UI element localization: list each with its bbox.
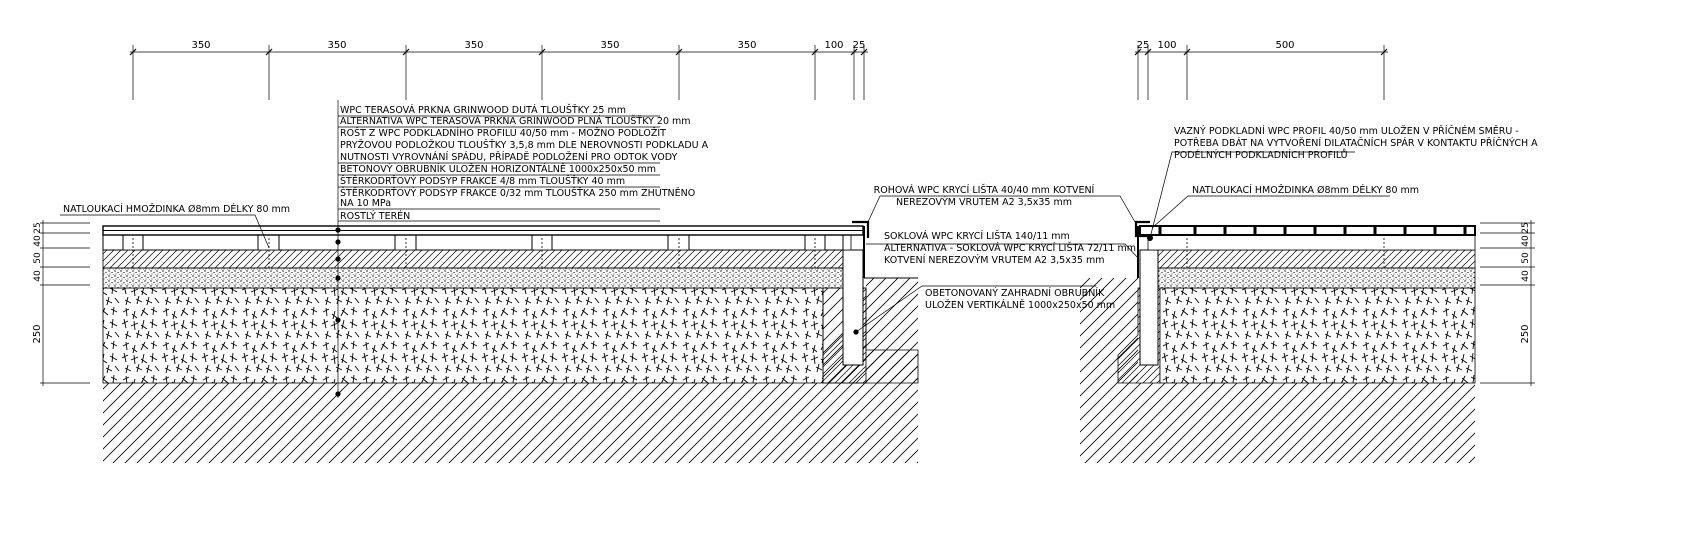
dim-right-500: 500 [1275, 40, 1294, 51]
note-layer-9: NA 10 MPa [340, 198, 391, 209]
dim-side-left-40a: 40 [33, 235, 43, 247]
top-dimension-chain-left: 350 350 350 350 350 100 25 [129, 40, 868, 100]
dim-350-2: 350 [327, 40, 346, 51]
left-section [102, 100, 919, 463]
note-corner-trim-1: ROHOVÁ WPC KRYCÍ LIŠTA 40/40 mm KOTVENÍ [874, 184, 1095, 196]
gravel-4-8-left [102, 267, 844, 289]
note-anchor-left: NATLOUKACÍ HMOŽDINKA Ø8mm DÉLKY 80 mm [63, 203, 290, 215]
side-dimensions-left: 25 40 50 40 250 [32, 220, 90, 386]
note-plinth-trim-3: KOTVENÍ NEREZOVÝM VRUTEM A2 3,5x35 mm [884, 254, 1104, 266]
note-layer-10: ROSTLÝ TERÉN [340, 210, 410, 222]
note-layer-1: WPC TERASOVÁ PRKNA GRINWOOD DUTÁ TLOUŠŤK… [340, 104, 626, 116]
layer-notes: WPC TERASOVÁ PRKNA GRINWOOD DUTÁ TLOUŠŤK… [338, 104, 709, 222]
dim-side-left-25: 25 [33, 222, 43, 233]
anchor-note-right: NATLOUKACÍ HMOŽDINKA Ø8mm DÉLKY 80 mm [1151, 184, 1419, 229]
dim-25: 25 [853, 40, 866, 51]
anchor-note-left: NATLOUKACÍ HMOŽDINKA Ø8mm DÉLKY 80 mm [60, 203, 290, 249]
note-layer-4: PRYŽOVOU PODLOŽKOU TLOUŠŤKY 3,5,8 mm DLE… [340, 139, 709, 151]
plinth-trim-note: SOKLOVÁ WPC KRYCÍ LIŠTA 140/11 mm ALTERN… [866, 230, 1139, 266]
dim-side-right-25: 25 [1521, 222, 1531, 233]
joist-note: VAZNÝ PODKLADNÍ WPC PROFIL 40/50 mm ULOŽ… [1149, 125, 1538, 239]
dim-side-left-50: 50 [33, 252, 43, 264]
dim-350-4: 350 [600, 40, 619, 51]
aggregate-0-32-left [102, 287, 824, 384]
dim-right-25: 25 [1137, 40, 1150, 51]
note-joist-1: VAZNÝ PODKLADNÍ WPC PROFIL 40/50 mm ULOŽ… [1174, 125, 1519, 137]
note-layer-8: ŠTĚRKODRŤOVÝ PODSYP FRAKCE 0/32 mm TLOUŠ… [340, 187, 695, 199]
dim-side-right-40a: 40 [1521, 235, 1531, 247]
dim-350-5: 350 [737, 40, 756, 51]
note-layer-7: ŠTĚRKODRŤOVÝ PODSYP FRAKCE 4/8 mm TLOUŠŤ… [340, 175, 625, 187]
note-plinth-trim-2: ALTERNATIVA - SOKLOVÁ WPC KRYCÍ LIŠTA 72… [884, 242, 1136, 254]
dim-350-3: 350 [464, 40, 483, 51]
side-dimensions-right: 25 40 50 40 250 [1480, 220, 1535, 386]
dim-side-right-40b: 40 [1521, 270, 1531, 282]
note-plinth-trim-1: SOKLOVÁ WPC KRYCÍ LIŠTA 140/11 mm [884, 230, 1070, 242]
note-layer-2: ALTERNATIVA WPC TERASOVÁ PRKNA GRINWOOD … [340, 115, 691, 127]
top-dimension-chain-right: 25 100 500 [1134, 40, 1388, 100]
dim-side-right-50: 50 [1521, 252, 1531, 264]
corner-trim-note: ROHOVÁ WPC KRYCÍ LIŠTA 40/40 mm KOTVENÍ … [867, 184, 1136, 223]
dim-side-left-40b: 40 [33, 270, 43, 282]
dim-side-left-250: 250 [32, 324, 43, 343]
note-garden-curb-1: OBETONOVANÝ ZAHRADNÍ OBRUBNÍK [925, 287, 1105, 299]
right-section [1080, 220, 1476, 463]
note-joist-3: PODÉLNÝCH PODKLADNÍCH PROFILŮ [1174, 149, 1348, 161]
garden-curb-note: OBETONOVANÝ ZAHRADNÍ OBRUBNÍK ULOŽEN VER… [853, 285, 1115, 335]
dim-right-100: 100 [1157, 40, 1176, 51]
note-layer-3: ROŠT Z WPC PODKLADNÍHO PROFILU 40/50 mm … [340, 127, 666, 139]
dim-side-right-250: 250 [1520, 324, 1531, 343]
note-garden-curb-2: ULOŽEN VERTIKÁLNĚ 1000x250x50 mm [925, 299, 1115, 311]
note-joist-2: POTŘEBA DBÁT NA VYTVOŘENÍ DILATAČNÍCH SP… [1174, 137, 1538, 149]
note-layer-5: NUTNOSTI VYROVNÁNÍ SPÁDU, PŘÍPADĚ PODLOŽ… [340, 151, 678, 163]
subsoil-left [103, 383, 918, 463]
note-corner-trim-2: NEREZOVÝM VRUTEM A2 3,5x35 mm [896, 196, 1072, 208]
note-layer-6: BETONOVÝ OBRUBNÍK ULOŽEN HORIZONTÁLNĚ 10… [340, 163, 656, 175]
dim-100: 100 [824, 40, 843, 51]
dim-350-1: 350 [191, 40, 210, 51]
note-anchor-right: NATLOUKACÍ HMOŽDINKA Ø8mm DÉLKY 80 mm [1192, 184, 1419, 196]
concrete-curb-horizontal [102, 249, 844, 269]
